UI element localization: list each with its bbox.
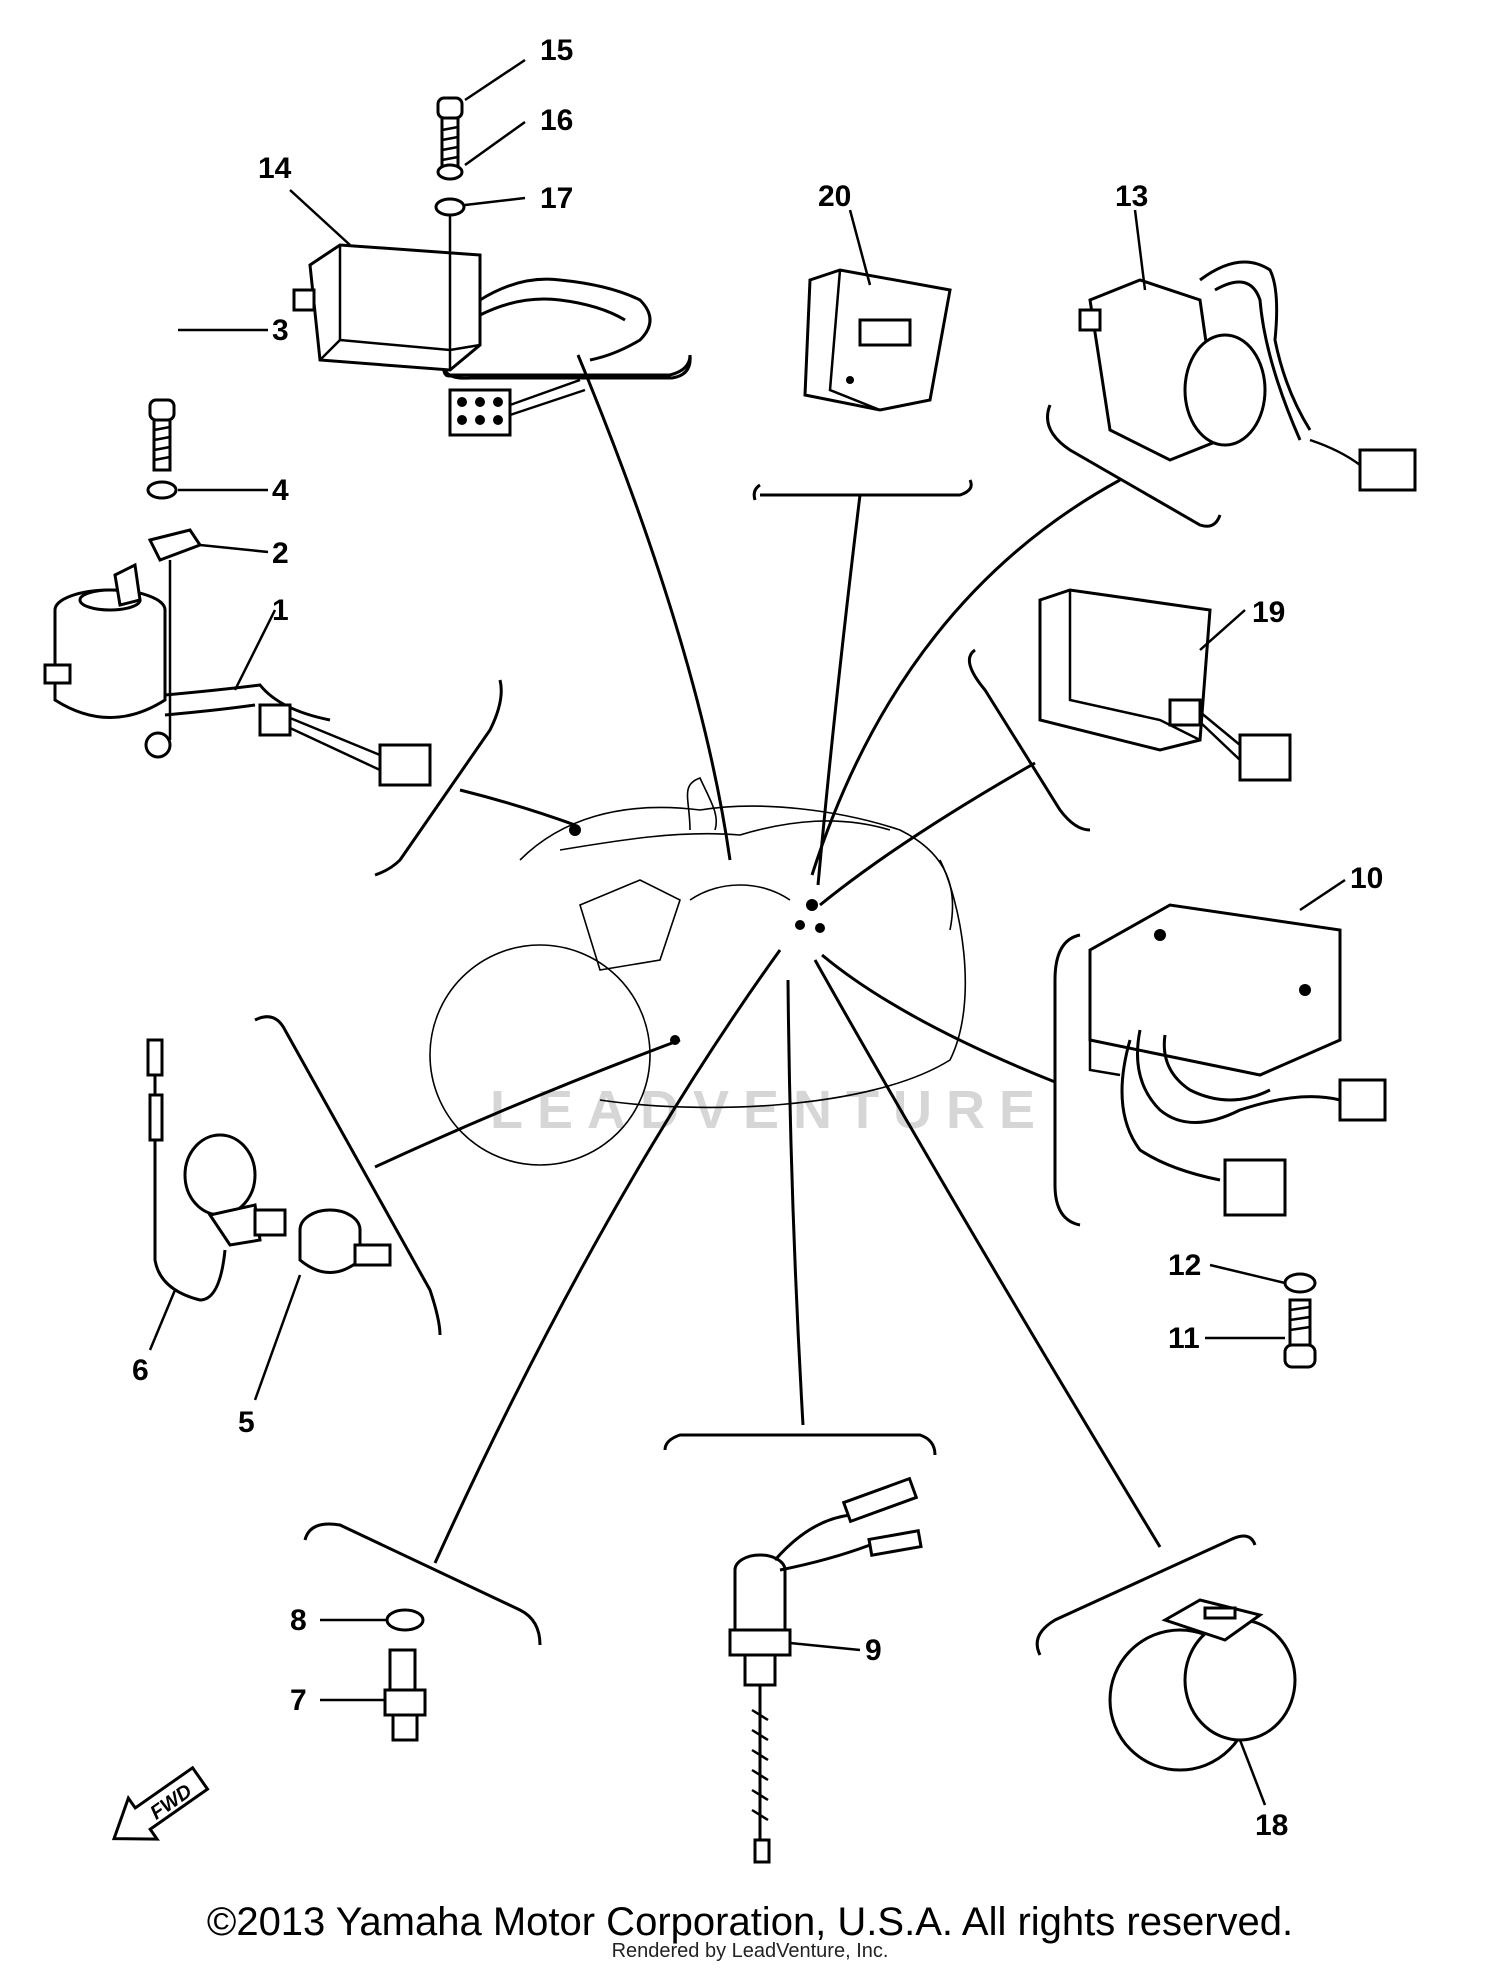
copyright-notice: ©2013 Yamaha Motor Corporation, U.S.A. A… bbox=[206, 1900, 1294, 1944]
callout-numbers: 15 16 17 14 20 13 3 4 2 1 19 10 12 11 6 … bbox=[132, 34, 1383, 1842]
part-17-washer bbox=[434, 197, 466, 370]
callout-10: 10 bbox=[1350, 862, 1383, 895]
part-6-sender-cap bbox=[146, 1038, 287, 1302]
part-18-horn bbox=[1108, 1598, 1297, 1772]
callout-19: 19 bbox=[1252, 596, 1285, 629]
callout-9: 9 bbox=[865, 1634, 882, 1667]
part-9-switch bbox=[728, 1476, 923, 1864]
fwd-arrow-icon: FWD bbox=[111, 1765, 210, 1841]
callout-12: 12 bbox=[1168, 1249, 1201, 1282]
callout-4: 4 bbox=[272, 474, 289, 507]
part-16-washer bbox=[436, 163, 464, 181]
part-13-relay-unit bbox=[1078, 260, 1417, 492]
callout-6: 6 bbox=[132, 1354, 149, 1387]
callout-20: 20 bbox=[818, 180, 851, 213]
callout-2: 2 bbox=[272, 537, 289, 570]
part-1-ignition-switch bbox=[43, 562, 432, 787]
callout-13: 13 bbox=[1115, 180, 1148, 213]
leader-lines bbox=[374, 354, 1162, 1564]
part-11-bolt bbox=[1283, 1298, 1317, 1369]
callout-leaders bbox=[148, 58, 1346, 1806]
callout-1: 1 bbox=[272, 594, 289, 627]
callout-5: 5 bbox=[238, 1406, 255, 1439]
part-15-bolt bbox=[436, 96, 464, 170]
part-3-bolt bbox=[148, 398, 176, 472]
callout-18: 18 bbox=[1255, 1809, 1288, 1842]
watermark-text: LEADVENTURE bbox=[490, 1080, 1049, 1140]
motorcycle-outline bbox=[429, 777, 966, 1166]
callout-8: 8 bbox=[290, 1604, 307, 1637]
hub-cluster bbox=[569, 824, 825, 1045]
part-8-washer bbox=[385, 1608, 425, 1632]
part-7-sender bbox=[383, 1648, 427, 1742]
part-5-sender-switch bbox=[298, 1208, 392, 1274]
part-20-relay bbox=[803, 268, 952, 412]
part-10-control-unit bbox=[1088, 903, 1387, 1217]
callout-11: 11 bbox=[1168, 1322, 1200, 1355]
callout-7: 7 bbox=[290, 1684, 307, 1717]
rendered-by-credit: Rendered by LeadVenture, Inc. bbox=[611, 1940, 889, 1962]
callout-17: 17 bbox=[540, 182, 573, 215]
callout-14: 14 bbox=[258, 152, 292, 185]
part-12-washer bbox=[1283, 1272, 1317, 1294]
part-14-relay-box bbox=[292, 243, 652, 437]
callout-3: 3 bbox=[272, 314, 289, 347]
callout-16: 16 bbox=[540, 104, 573, 137]
callout-15: 15 bbox=[540, 34, 573, 67]
part-19-relay bbox=[1038, 588, 1292, 782]
part-4-washer bbox=[146, 480, 178, 500]
